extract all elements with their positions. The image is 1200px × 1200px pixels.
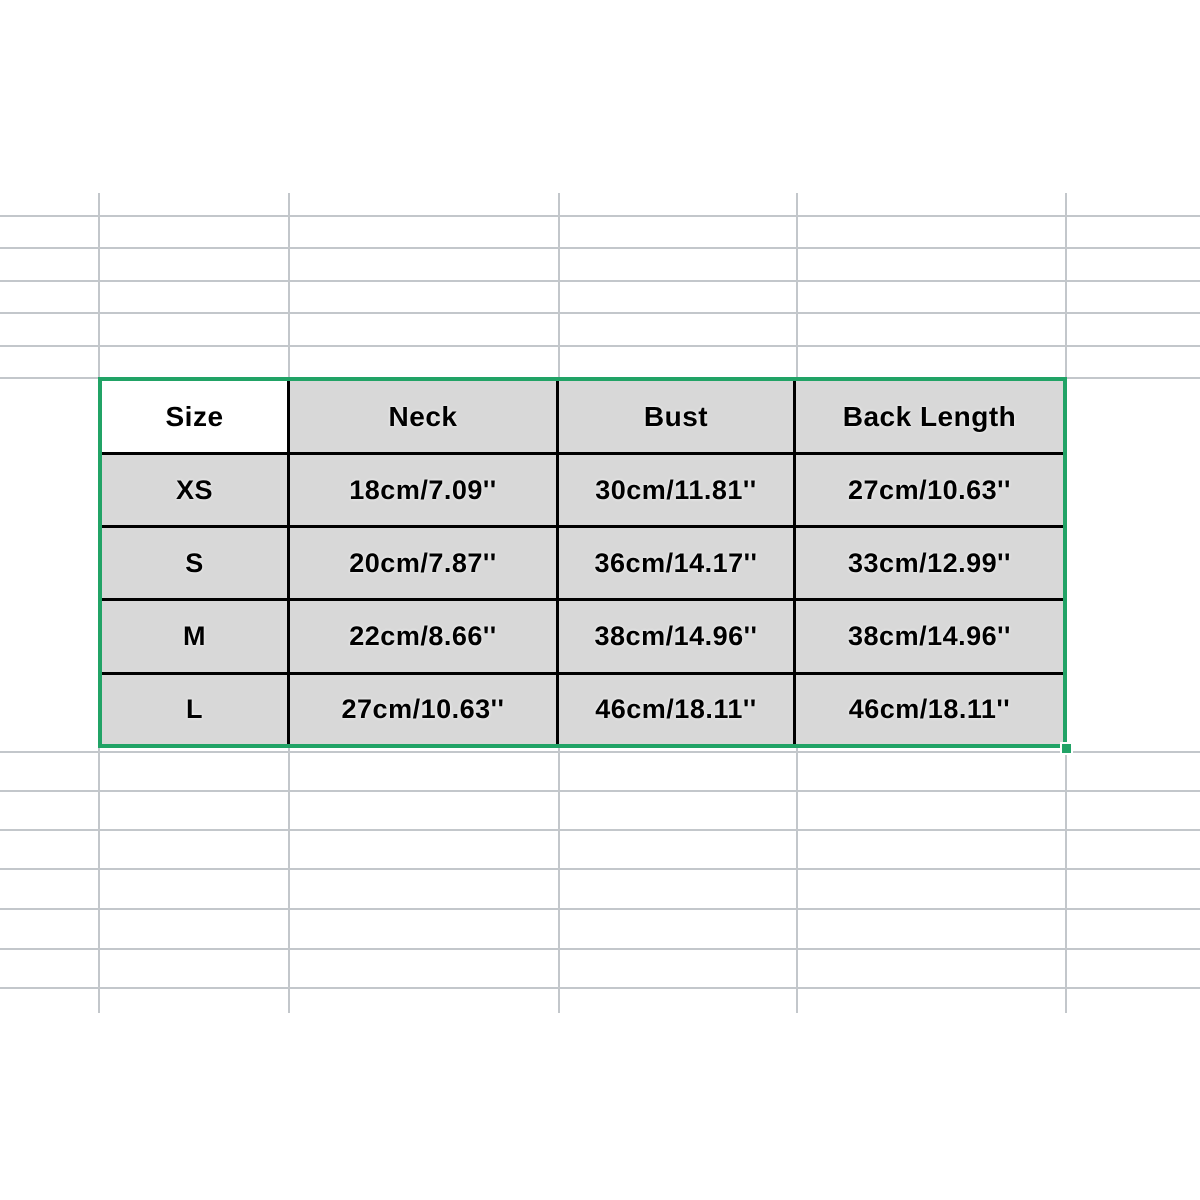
cell-m-bust[interactable]: 38cm/14.96'' xyxy=(559,601,796,675)
gridline xyxy=(0,908,1200,910)
gridline xyxy=(0,948,1200,950)
gridline xyxy=(0,987,1200,989)
cell-s-back-length[interactable]: 33cm/12.99'' xyxy=(796,528,1063,601)
cell-l-neck[interactable]: 27cm/10.63'' xyxy=(290,675,559,744)
size-chart-table: Size Neck Bust Back Length XS 18cm/7.09'… xyxy=(98,377,1067,748)
header-cell-neck[interactable]: Neck xyxy=(290,381,559,455)
header-cell-back-length[interactable]: Back Length xyxy=(796,381,1063,455)
gridline xyxy=(288,193,290,377)
gridline xyxy=(0,280,1200,282)
cell-xs-neck[interactable]: 18cm/7.09'' xyxy=(290,455,559,528)
cell-s-size[interactable]: S xyxy=(102,528,290,601)
cell-l-bust[interactable]: 46cm/18.11'' xyxy=(559,675,796,744)
cell-s-neck[interactable]: 20cm/7.87'' xyxy=(290,528,559,601)
gridline xyxy=(0,829,1200,831)
gridline xyxy=(288,748,290,1013)
gridline xyxy=(0,345,1200,347)
gridline xyxy=(0,215,1200,217)
cell-m-back-length[interactable]: 38cm/14.96'' xyxy=(796,601,1063,675)
gridline xyxy=(98,193,100,377)
cell-l-back-length[interactable]: 46cm/18.11'' xyxy=(796,675,1063,744)
header-cell-bust[interactable]: Bust xyxy=(559,381,796,455)
gridline xyxy=(0,312,1200,314)
cell-xs-size[interactable]: XS xyxy=(102,455,290,528)
gridline xyxy=(558,748,560,1013)
gridline xyxy=(796,193,798,377)
gridline xyxy=(558,193,560,377)
gridline xyxy=(796,748,798,1013)
selection-fill-handle[interactable] xyxy=(1060,742,1073,755)
cell-xs-bust[interactable]: 30cm/11.81'' xyxy=(559,455,796,528)
gridline xyxy=(0,790,1200,792)
cell-xs-back-length[interactable]: 27cm/10.63'' xyxy=(796,455,1063,528)
gridline xyxy=(0,751,1200,753)
gridline xyxy=(1065,193,1067,377)
gridline xyxy=(98,748,100,1013)
cell-s-bust[interactable]: 36cm/14.17'' xyxy=(559,528,796,601)
cell-m-size[interactable]: M xyxy=(102,601,290,675)
gridline xyxy=(1065,748,1067,1013)
cell-m-neck[interactable]: 22cm/8.66'' xyxy=(290,601,559,675)
header-cell-size[interactable]: Size xyxy=(102,381,290,455)
gridline xyxy=(0,247,1200,249)
gridline xyxy=(0,868,1200,870)
cell-l-size[interactable]: L xyxy=(102,675,290,744)
